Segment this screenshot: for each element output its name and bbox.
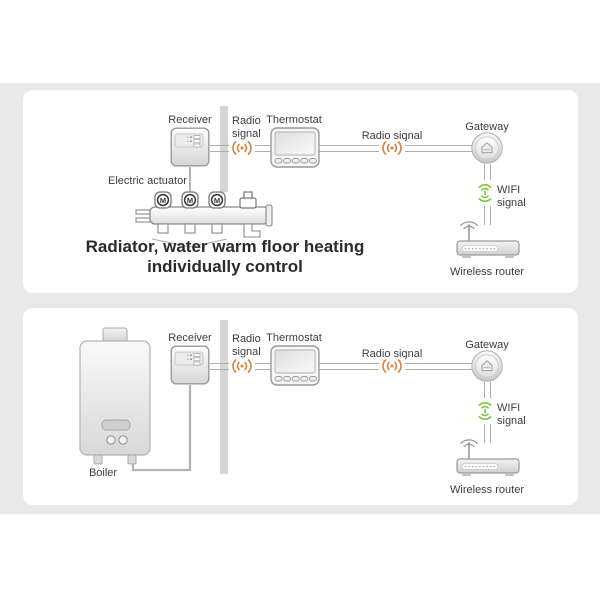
actuator-motor-label: M [160,196,166,205]
gateway-label: Gateway [465,121,509,133]
radio-connection-line [210,363,472,370]
actuator-motor-label: M [187,196,193,205]
electric-actuator-label: Electric actuator [108,175,187,187]
gateway-device [471,350,503,387]
radio-signal-label-left: Radio signal [232,333,261,358]
receiver-device [170,127,210,172]
receiver-label: Receiver [168,332,212,344]
wifi-signal-icon [474,180,496,206]
electric-actuator-icon: M [154,191,172,209]
thermostat-device [270,127,320,173]
panel-caption: Radiator, water warm floor heating indiv… [80,237,370,277]
receiver-actuator-wire [189,167,191,193]
manifold-device: M M M [133,187,273,257]
radio-signal-icon [229,358,255,374]
gateway-label: Gateway [465,339,509,351]
antenna-waves-icon [463,225,475,230]
wireless-router-device [455,219,521,266]
wireless-router-device [455,437,521,484]
thermostat-device [270,345,320,391]
thermostat-label: Thermostat [266,332,322,344]
group-bracket [151,238,228,248]
caption-line-1: Radiator, water warm floor heating [85,237,365,256]
gateway-device [471,132,503,169]
radio-signal-label-left: Radio signal [232,115,261,140]
wall-divider [220,320,228,474]
boiler-label: Boiler [88,467,118,479]
boiler-device [78,325,155,470]
radio-signal-icon [379,358,405,374]
antenna-waves-icon [463,443,475,448]
thermostat-label: Thermostat [266,114,322,126]
caption-line-2: individually control [147,257,303,276]
wireless-router-label: Wireless router [450,484,524,496]
bottom-panel: Receiver Radio signal Thermostat Radio s… [23,308,578,505]
wifi-signal-icon [474,398,496,424]
actuator-motor-label: M [214,196,220,205]
wall-divider [220,106,228,192]
electric-actuator-icon: M [208,191,226,209]
radio-signal-label-right: Radio signal [361,130,423,142]
wifi-signal-label: WIFI signal [497,402,526,427]
top-panel: Receiver Radio signal Thermostat Radio s… [23,90,578,293]
drain-pipe-icon [243,223,261,238]
electric-actuator-icon: M [181,191,199,209]
wifi-signal-label: WIFI signal [497,184,526,209]
receiver-label: Receiver [168,114,212,126]
radio-signal-icon [379,140,405,156]
receiver-device [170,345,210,390]
wireless-router-label: Wireless router [450,266,524,278]
radio-signal-label-right: Radio signal [361,348,423,360]
radio-signal-icon [229,140,255,156]
radio-connection-line [210,145,472,152]
vent-valve-icon [239,197,257,209]
